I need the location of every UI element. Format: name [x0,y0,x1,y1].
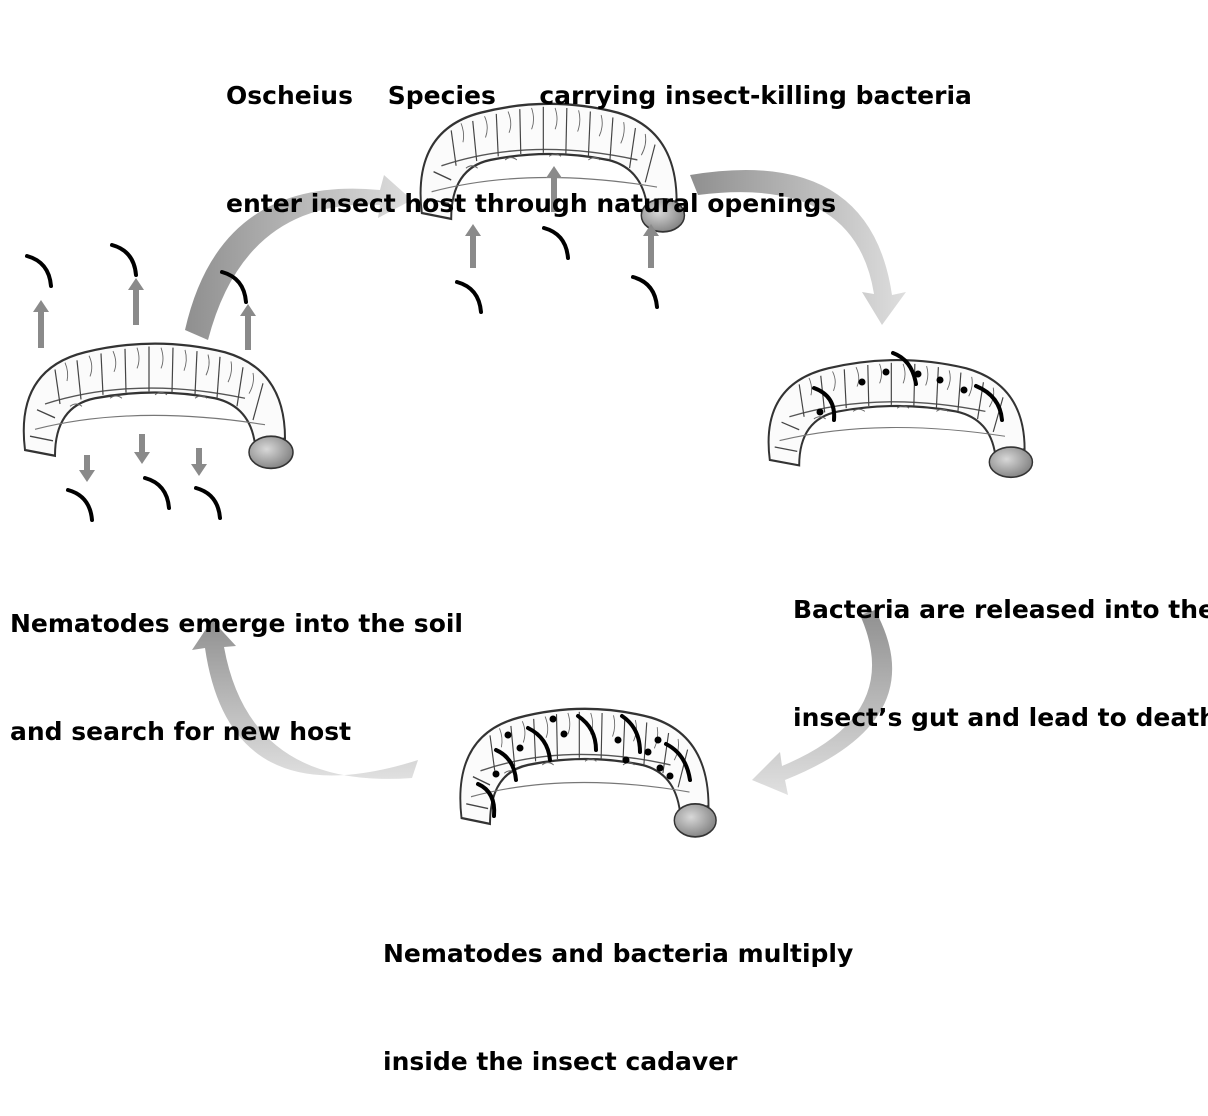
label-emerge-stage: Nematodes emerge into the soil and searc… [10,534,463,786]
label-emerge-line1: Nematodes emerge into the soil [10,606,463,642]
label-emerge-line2: and search for new host [10,714,463,750]
label-bacteria-line2: insect’s gut and lead to death [793,700,1208,736]
label-entry-stage: Oscheius Species carrying insect-killing… [226,6,972,258]
larva-right [769,360,1033,477]
label-entry-line1: Oscheius Species carrying insect-killing… [226,78,972,114]
label-multiply-line1: Nematodes and bacteria multiply [383,936,853,972]
label-bacteria-release-stage: Bacteria are released into the insect’s … [793,520,1208,772]
larva-left [24,344,293,469]
label-multiply-line2: inside the insect cadaver [383,1044,853,1080]
label-multiply-stage: Nematodes and bacteria multiply inside t… [383,864,853,1116]
label-bacteria-line1: Bacteria are released into the [793,592,1208,628]
label-entry-line2: enter insect host through natural openin… [226,186,972,222]
